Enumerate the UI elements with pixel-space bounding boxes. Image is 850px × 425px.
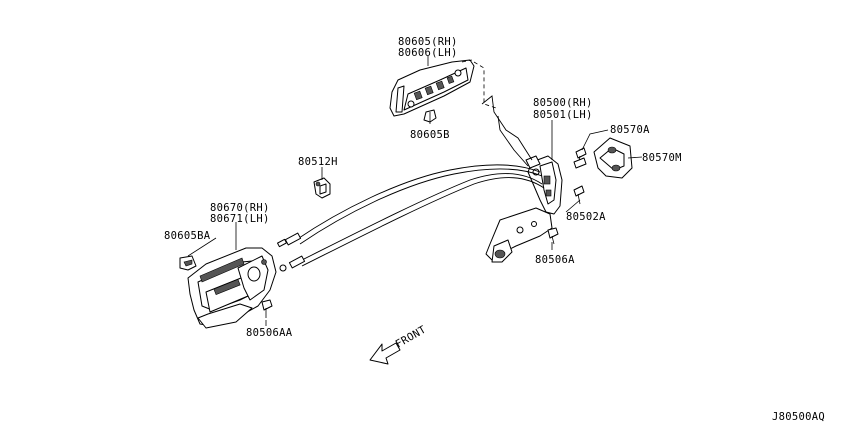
inside-handle-screw [261,299,273,318]
cable-end-lower [279,255,306,272]
door-lock-actuator [485,155,563,263]
label-inside-handle-cap: 80605BA [164,230,211,242]
handle-dashed-guide [473,61,497,109]
label-lock-rh: 80500(RH) [533,97,593,109]
outside-handle-rod [481,95,533,161]
label-inside-handle-screw: 80506AA [246,327,293,339]
cable-end-upper [277,232,302,248]
leader-striker [627,156,643,159]
cable-lower [297,173,543,263]
outside-handle [389,59,475,117]
leader-lock-screw [565,199,581,213]
inside-handle-cap [179,255,197,271]
label-lock-lh: 80501(LH) [533,109,593,121]
label-outside-handle-rh: 80605(RH) [398,36,458,48]
cable-upper [295,164,541,241]
handle-dashed-guide-2 [461,59,473,63]
striker-bolt [573,147,587,169]
lock-screw [573,185,585,205]
label-striker-bolt: 80570A [610,124,650,136]
label-cable-clip: 80512H [298,156,338,168]
cable-upper-2 [299,168,543,245]
label-inside-handle-lh: 80671(LH) [210,213,270,225]
label-lock-screw: 80502A [566,211,606,223]
label-outside-handle-lh: 80606(LH) [398,47,458,59]
cable-lower-2 [301,177,545,267]
label-diagram-id: J80500AQ [772,411,825,423]
label-handle-cap: 80605B [410,129,450,141]
inside-handle [187,247,277,329]
label-lock-bolt: 80506A [535,254,575,266]
outside-handle-rod-2 [497,115,529,167]
leader-inside-cap [187,237,217,257]
lock-bolt [547,227,559,245]
label-front: FRONT [394,323,429,350]
front-arrow-icon [369,342,401,365]
label-inside-handle-rh: 80670(RH) [210,202,270,214]
cable-clip [313,177,331,199]
striker [593,137,633,179]
leader-striker-bolt [581,129,609,151]
handle-cap [423,109,437,124]
label-striker: 80570M [642,152,682,164]
